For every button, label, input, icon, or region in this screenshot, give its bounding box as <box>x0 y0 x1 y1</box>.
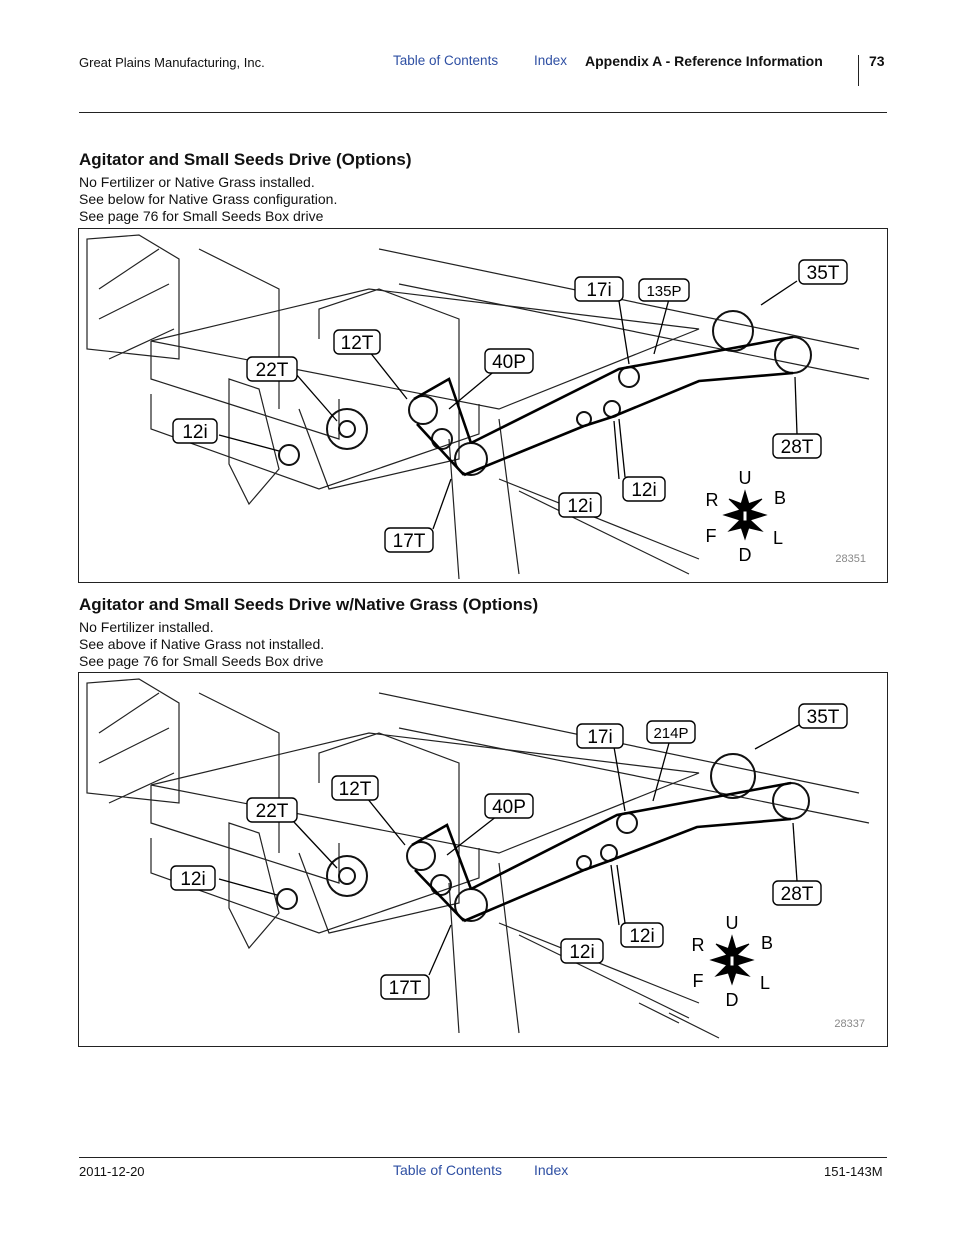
callouts: 35T 17i 214P 12T 40P 22T 12i 28T 12i 12i… <box>170 703 848 1000</box>
figure-drive-no-native-grass: 35T 17i 135P 12T 40P 22T 12i 28T 12i 12i… <box>78 228 888 583</box>
drive-diagram-1: 35T 17i 135P 12T 40P 22T 12i 28T 12i 12i… <box>86 234 870 580</box>
footer-doc-number: 151-143M <box>824 1164 883 1179</box>
label-40p: 40P <box>492 797 526 818</box>
compass-rose: U R B F L D <box>692 913 774 1010</box>
callouts: 35T 17i 135P 12T 40P 22T 12i 28T 12i 12i… <box>172 259 848 553</box>
label-12i-left: 12i <box>180 869 205 890</box>
label-35t: 35T <box>807 263 840 284</box>
label-35t: 35T <box>807 707 840 728</box>
sprocket-35t <box>712 310 754 352</box>
sprocket-35t <box>710 753 756 799</box>
label-22t: 22T <box>256 801 289 822</box>
section2-heading: Agitator and Small Seeds Drive w/Native … <box>79 595 539 614</box>
chain-40p <box>411 823 473 922</box>
figure-id: 28351 <box>835 553 866 565</box>
section2-note: See above if Native Grass not installed. <box>79 636 325 652</box>
page-number: 73 <box>869 53 885 69</box>
label-12i-right: 12i <box>631 480 656 501</box>
drive-chains <box>411 781 792 923</box>
idler-12i-left <box>276 888 298 910</box>
footer-rule <box>79 1157 887 1158</box>
section1-note: See page 76 for Small Seeds Box drive <box>79 208 324 224</box>
sprocket-22t <box>326 855 368 897</box>
section1-heading: Agitator and Small Seeds Drive (Options) <box>79 150 412 169</box>
footer-index-link[interactable]: Index <box>534 1162 569 1178</box>
sprocket-12t <box>406 841 436 871</box>
label-214p: 214P <box>653 725 688 742</box>
label-17i: 17i <box>586 280 611 301</box>
compass-down: D <box>739 545 752 565</box>
label-17t: 17T <box>389 978 422 999</box>
figure-id: 28337 <box>834 1018 865 1030</box>
label-12i-right: 12i <box>629 926 654 947</box>
drive-chains <box>413 335 794 477</box>
section1-note: No Fertilizer or Native Grass installed. <box>79 174 315 190</box>
compass-back: B <box>761 933 773 953</box>
idler-12i-left <box>278 444 300 466</box>
label-17t: 17T <box>393 531 426 552</box>
compass-up: U <box>739 468 752 488</box>
compass-up: U <box>726 913 739 933</box>
section-title: Appendix A - Reference Information <box>585 53 823 69</box>
chain-135p <box>463 335 794 477</box>
label-135p: 135P <box>646 283 681 300</box>
idler-17i <box>618 366 640 388</box>
label-40p: 40P <box>492 352 526 373</box>
header-toc-link[interactable]: Table of Contents <box>393 53 499 68</box>
section2-note: No Fertilizer installed. <box>79 619 214 635</box>
footer-date: 2011-12-20 <box>79 1164 145 1179</box>
label-12t: 12T <box>339 779 372 800</box>
compass-front: F <box>693 971 704 991</box>
sprocket-28t <box>774 336 812 374</box>
compass-left: L <box>760 973 770 993</box>
label-12i-center: 12i <box>567 496 592 517</box>
compass-rear: R <box>706 490 719 510</box>
compass-front: F <box>706 526 717 546</box>
label-12i-center: 12i <box>569 942 594 963</box>
section2-notes: No Fertilizer installed. See above if Na… <box>79 619 324 670</box>
sprocket-22t <box>326 408 368 450</box>
label-28t: 28T <box>781 437 814 458</box>
section2-note: See page 76 for Small Seeds Box drive <box>79 653 324 669</box>
label-12t: 12T <box>341 333 374 354</box>
compass-left: L <box>773 528 783 548</box>
chain-214p <box>463 781 792 923</box>
header-rule <box>79 112 887 113</box>
compass-rose: U R B F L D <box>706 468 787 565</box>
header-index-link[interactable]: Index <box>534 53 568 68</box>
machine-linework <box>86 678 870 1039</box>
compass-rear: R <box>692 935 705 955</box>
label-17i: 17i <box>587 727 612 748</box>
company-name: Great Plains Manufacturing, Inc. <box>79 55 265 70</box>
sprocket-12t <box>408 395 438 425</box>
drive-diagram-2: 35T 17i 214P 12T 40P 22T 12i 28T 12i 12i… <box>86 678 870 1039</box>
footer-toc-link[interactable]: Table of Contents <box>393 1162 502 1178</box>
chain-40p <box>413 377 473 476</box>
section1-notes: No Fertilizer or Native Grass installed.… <box>79 174 337 225</box>
label-22t: 22T <box>256 360 289 381</box>
label-12i-left: 12i <box>182 422 207 443</box>
header-divider <box>858 55 859 86</box>
compass-back: B <box>774 488 786 508</box>
section1-note: See below for Native Grass configuration… <box>79 191 338 207</box>
label-28t: 28T <box>781 884 814 905</box>
idler-17i <box>616 812 638 834</box>
machine-linework <box>86 234 870 580</box>
compass-down: D <box>726 990 739 1010</box>
figure-drive-native-grass: 35T 17i 214P 12T 40P 22T 12i 28T 12i 12i… <box>78 672 888 1047</box>
sprocket-28t <box>772 782 810 820</box>
